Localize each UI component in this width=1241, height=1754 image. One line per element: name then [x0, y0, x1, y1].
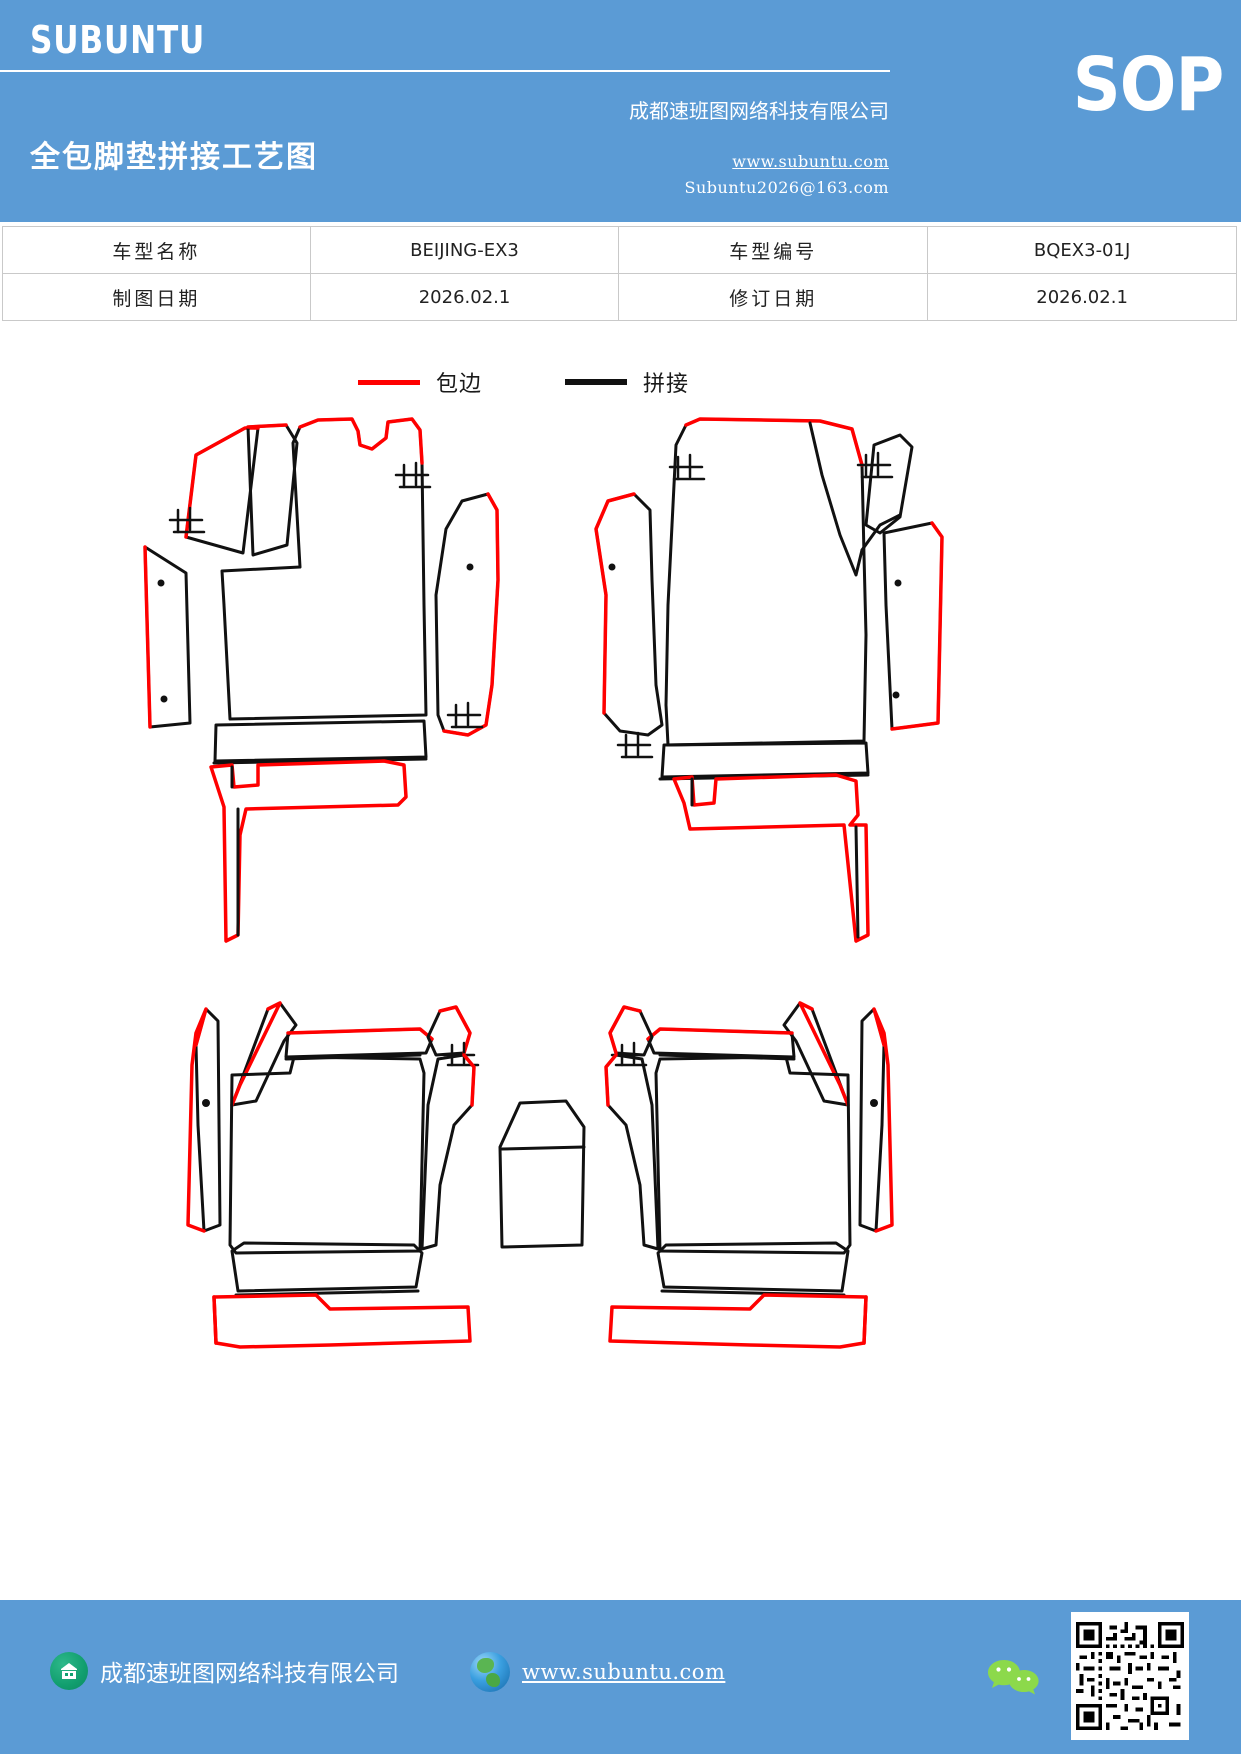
header-email[interactable]: Subuntu2026@163.com [684, 178, 889, 197]
stop-mark [856, 451, 894, 479]
legend-label-splice: 拼接 [643, 372, 690, 397]
draw-date-value: 2026.02.1 [309, 273, 620, 321]
legend-item-splice: 拼接 [565, 366, 689, 398]
draw-date-label: 制图日期 [2, 273, 311, 321]
sop-badge: SOP [1072, 42, 1224, 128]
qr-code [1071, 1612, 1189, 1740]
model-name-label: 车型名称 [2, 226, 311, 274]
footer-website-link[interactable]: www.subuntu.com [522, 1660, 726, 1684]
footer-company-block: 成都速班图网络科技有限公司 [50, 1652, 399, 1690]
header-website-link[interactable]: www.subuntu.com [732, 152, 889, 171]
center-tunnel-piece [498, 1099, 586, 1249]
stop-mark [446, 701, 484, 729]
table-row: 车型名称 BEIJING-EX3 车型编号 BQEX3-01J [2, 226, 1237, 274]
footer-company-name: 成都速班图网络科技有限公司 [100, 1661, 399, 1687]
drawing-legend: 包边 拼接 [0, 362, 1241, 408]
page-footer: 成都速班图网络科技有限公司 www.subuntu.com [0, 1600, 1241, 1754]
legend-label-binding: 包边 [436, 372, 483, 397]
legend-line-black-icon [565, 379, 627, 385]
vehicle-info-table: 车型名称 BEIJING-EX3 车型编号 BQEX3-01J 制图日期 202… [2, 226, 1237, 321]
stop-mark [168, 506, 206, 534]
brand-logo: SUBUNTU [30, 18, 206, 62]
wechat-icon [987, 1658, 1041, 1698]
globe-icon [470, 1652, 510, 1692]
page-title: 全包脚垫拼接工艺图 [30, 140, 318, 175]
revision-date-value: 2026.02.1 [927, 273, 1237, 321]
rear-right-mat [604, 1001, 894, 1349]
model-name-value: BEIJING-EX3 [309, 226, 620, 274]
page-header: SUBUNTU 全包脚垫拼接工艺图 成都速班图网络科技有限公司 SOP www.… [0, 0, 1241, 222]
model-code-value: BQEX3-01J [927, 226, 1237, 274]
rear-left-mat [186, 1001, 480, 1349]
table-row: 制图日期 2026.02.1 修订日期 2026.02.1 [2, 273, 1237, 321]
front-right-mat-group [594, 417, 944, 943]
floor-mat-technical-drawing [0, 405, 1241, 1595]
building-icon [50, 1652, 88, 1690]
revision-date-label: 修订日期 [618, 273, 929, 321]
legend-line-red-icon [358, 379, 420, 385]
front-left-mat-group [143, 417, 500, 943]
stop-mark [394, 461, 432, 489]
stop-mark [616, 731, 654, 759]
footer-website-block[interactable]: www.subuntu.com [470, 1652, 725, 1692]
header-divider [0, 70, 890, 72]
stop-mark [668, 453, 706, 481]
legend-item-binding: 包边 [358, 366, 482, 398]
header-company-name: 成都速班图网络科技有限公司 [629, 99, 889, 123]
model-code-label: 车型编号 [618, 226, 929, 274]
